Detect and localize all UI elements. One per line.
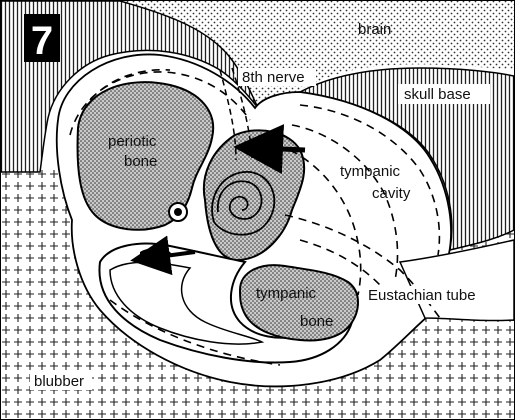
arrow-to-tympanic-cavity xyxy=(258,148,305,150)
stapes xyxy=(174,208,182,216)
label-blubber: blubber xyxy=(34,373,84,390)
label-tympanic-bone-2: bone xyxy=(300,313,333,330)
label-brain: brain xyxy=(358,21,391,38)
label-periotic: periotic xyxy=(108,133,157,150)
label-periotic-bone: bone xyxy=(124,153,157,170)
label-tympanic-cavity-1: tympanic xyxy=(340,163,401,180)
label-skull-base: skull base xyxy=(404,86,471,103)
label-tympanic-bone-1: tympanic xyxy=(256,285,317,302)
label-eustachian-tube: Eustachian tube xyxy=(368,287,476,304)
label-8th-nerve: 8th nerve xyxy=(242,69,305,86)
label-tympanic-cavity-2: cavity xyxy=(372,185,411,202)
panel-number: 7 xyxy=(31,19,53,63)
